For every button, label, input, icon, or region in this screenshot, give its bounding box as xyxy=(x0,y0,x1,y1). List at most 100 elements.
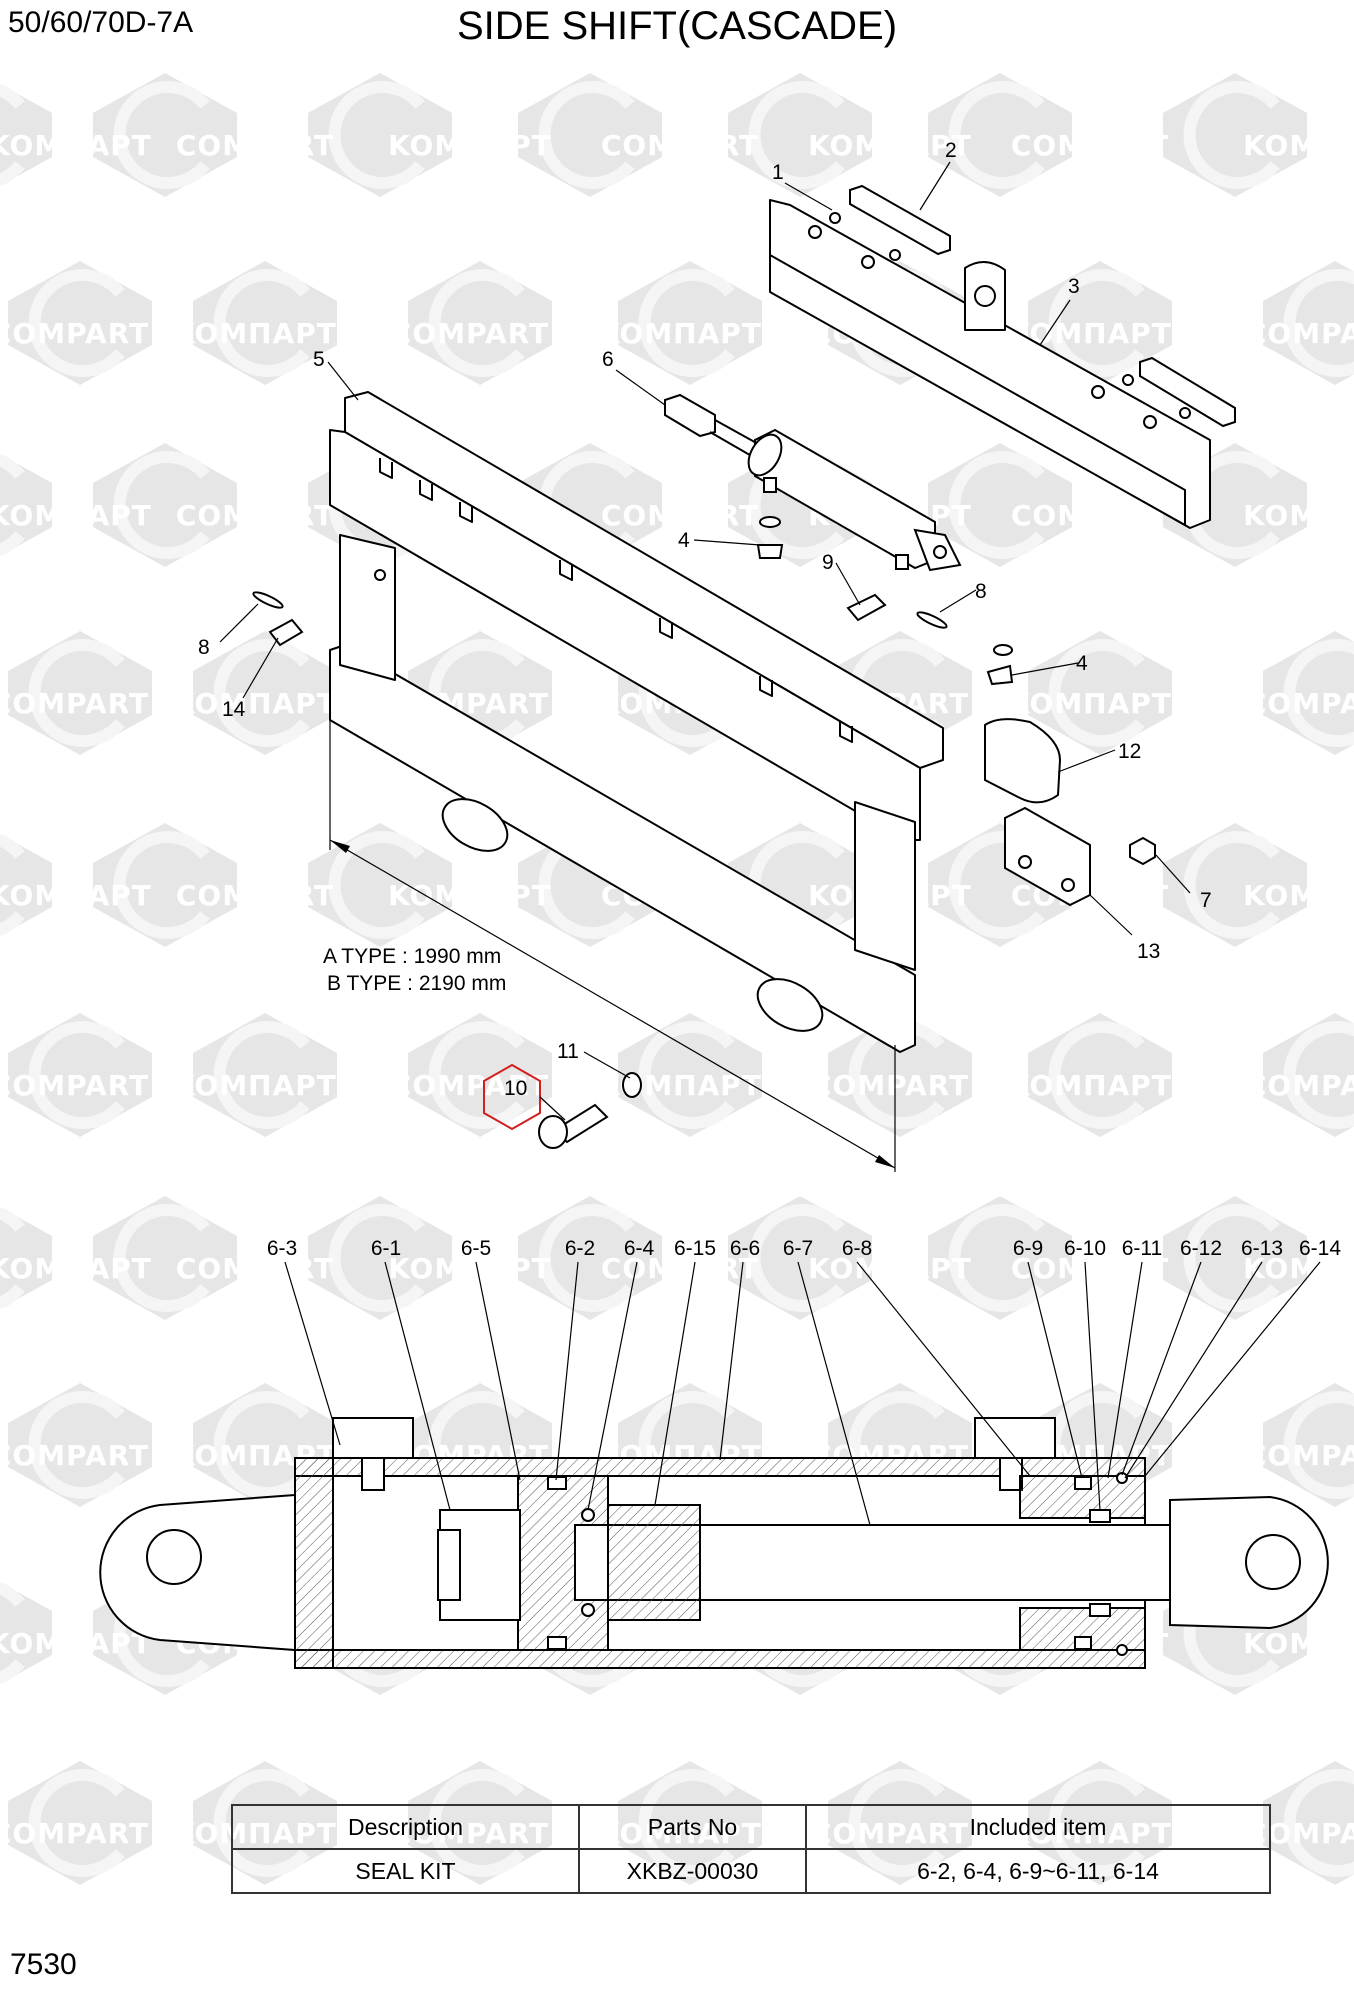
watermark-text: COMPART xyxy=(0,1817,149,1850)
watermark-text: KOMПАРТ xyxy=(1243,1252,1354,1285)
callout-6: 6 xyxy=(602,348,614,371)
callout-8-right: 8 xyxy=(975,580,987,603)
watermark-text: KOMПАРТ xyxy=(598,317,762,350)
watermark-text: COMPART xyxy=(0,687,149,720)
watermark-text: KOMПАРТ xyxy=(173,687,337,720)
watermark-text: KOMПАРТ xyxy=(388,879,552,912)
callout-14: 14 xyxy=(222,698,246,721)
callout-11: 11 xyxy=(557,1040,579,1063)
watermark-text: COMPART xyxy=(1246,317,1354,350)
watermark-text: KOMПАРТ xyxy=(0,1252,152,1285)
cylinder-callout-6-10: 6-10 xyxy=(1064,1237,1106,1260)
side-shift-plate xyxy=(769,199,1211,529)
watermark-text: KOMПАРТ xyxy=(173,317,337,350)
cylinder-callout-6-11: 6-11 xyxy=(1122,1237,1162,1260)
table-row: SEAL KIT XKBZ-00030 6-2, 6-4, 6-9~6-11, … xyxy=(231,1848,1271,1894)
callout-5: 5 xyxy=(313,348,325,371)
watermark-text: KOMПАРТ xyxy=(1008,687,1172,720)
callout-4-upper: 4 xyxy=(678,529,690,552)
watermark-text: KOMПАРТ xyxy=(808,129,972,162)
watermark-text: KOMПАРТ xyxy=(173,1069,337,1102)
watermark-text: COMPART xyxy=(176,129,334,162)
watermark-text: KOMПАРТ xyxy=(1243,499,1354,532)
watermark-text: KOMПАРТ xyxy=(0,1627,152,1660)
side-shift-cylinder xyxy=(664,393,962,572)
seal-kit-table: Description Parts No Included item SEAL … xyxy=(231,1804,1271,1894)
watermark-text: COMPART xyxy=(1246,687,1354,720)
watermark-text: COMPART xyxy=(391,317,549,350)
cylinder-callout-6-13: 6-13 xyxy=(1241,1237,1283,1260)
watermark-text: COMPART xyxy=(601,499,759,532)
watermark-text: COMPART xyxy=(176,1252,334,1285)
watermark-text: COMPART xyxy=(811,1069,969,1102)
callout-3: 3 xyxy=(1068,275,1080,298)
callout-12: 12 xyxy=(1118,740,1141,763)
callout-13: 13 xyxy=(1137,940,1160,963)
model-number: 50/60/70D-7A xyxy=(8,6,194,39)
cell-included-item: 6-2, 6-4, 6-9~6-11, 6-14 xyxy=(805,1848,1271,1894)
cylinder-callout-6-12: 6-12 xyxy=(1180,1237,1222,1260)
cell-parts-no[interactable]: XKBZ-00030 xyxy=(578,1848,807,1894)
cylinder-callout-6-8: 6-8 xyxy=(842,1237,872,1260)
callout-8-left: 8 xyxy=(198,636,210,659)
small-parts xyxy=(252,516,1156,1149)
callout-1: 1 xyxy=(772,161,784,184)
col-parts-no: Parts No xyxy=(578,1804,807,1850)
cylinder-section xyxy=(99,1417,1329,1669)
callout-labels: 1 2 3 5 6 4 9 8 4 8 14 12 7 13 11 10 A T… xyxy=(198,139,1212,1100)
dimension-a-type: A TYPE : 1990 mm xyxy=(323,945,501,968)
cylinder-callout-6-2: 6-2 xyxy=(565,1237,595,1260)
watermark-text: KOMПАРТ xyxy=(1243,1627,1354,1660)
cylinder-callout-6-1: 6-1 xyxy=(371,1237,401,1260)
callout-4-right: 4 xyxy=(1076,652,1088,675)
table-header-row: Description Parts No Included item xyxy=(231,1804,1271,1850)
watermark-text: KOMПАРТ xyxy=(1243,879,1354,912)
cylinder-callout-6-5: 6-5 xyxy=(461,1237,491,1260)
cylinder-callout-6-9: 6-9 xyxy=(1013,1237,1043,1260)
callout-10: 10 xyxy=(504,1077,527,1100)
watermark-text: COMPART xyxy=(601,1252,759,1285)
col-included-item: Included item xyxy=(805,1804,1271,1850)
cylinder-callout-6-3: 6-3 xyxy=(267,1237,297,1260)
watermark-text: COMPART xyxy=(176,879,334,912)
watermark-text: COMPART xyxy=(1246,1069,1354,1102)
watermark-text: COMPART xyxy=(1011,1252,1169,1285)
cylinder-callout-6-14: 6-14 xyxy=(1299,1237,1341,1260)
watermark-text: COMPART xyxy=(0,1069,149,1102)
watermark-text: COMPART xyxy=(1011,499,1169,532)
highlight-hexagon xyxy=(483,1063,541,1131)
watermark-text: KOMПАРТ xyxy=(0,879,152,912)
leader-lines xyxy=(219,161,1191,1172)
watermark-text: COMPART xyxy=(1011,129,1169,162)
callout-9: 9 xyxy=(822,551,834,574)
watermark-text: COMPART xyxy=(0,317,149,350)
watermark-text: COMPART xyxy=(176,499,334,532)
cell-description: SEAL KIT xyxy=(231,1848,580,1894)
watermark-text: COMPART xyxy=(601,129,759,162)
watermark-text: KOMПАРТ xyxy=(0,129,152,162)
col-description: Description xyxy=(231,1804,580,1850)
page-number: 7530 xyxy=(10,1948,77,1981)
watermark-text: KOMПАРТ xyxy=(808,1252,972,1285)
cylinder-callout-6-15: 6-15 xyxy=(674,1237,716,1260)
fork-carriage xyxy=(329,391,944,1053)
cylinder-callout-6-4: 6-4 xyxy=(624,1237,655,1260)
watermark-text: KOMПАРТ xyxy=(388,129,552,162)
watermark-text: KOMПАРТ xyxy=(0,499,152,532)
dimension-arrow-left xyxy=(330,840,350,853)
watermark-text: KOMПАРТ xyxy=(1243,129,1354,162)
cylinder-leader-lines xyxy=(284,1261,1321,1526)
dimension-arrow-right xyxy=(875,1155,895,1168)
callout-2: 2 xyxy=(945,139,957,162)
lock-hooks xyxy=(829,184,1236,428)
watermark-text: COMPART xyxy=(391,1069,549,1102)
watermark-text: KOMПАРТ xyxy=(1008,1069,1172,1102)
dimension-b-type: B TYPE : 2190 mm xyxy=(327,972,506,995)
watermark-text: KOMПАРТ xyxy=(388,1252,552,1285)
watermark-text: COMPART xyxy=(0,1439,149,1472)
cylinder-callout-6-7: 6-7 xyxy=(783,1237,813,1260)
callout-7: 7 xyxy=(1200,889,1212,912)
